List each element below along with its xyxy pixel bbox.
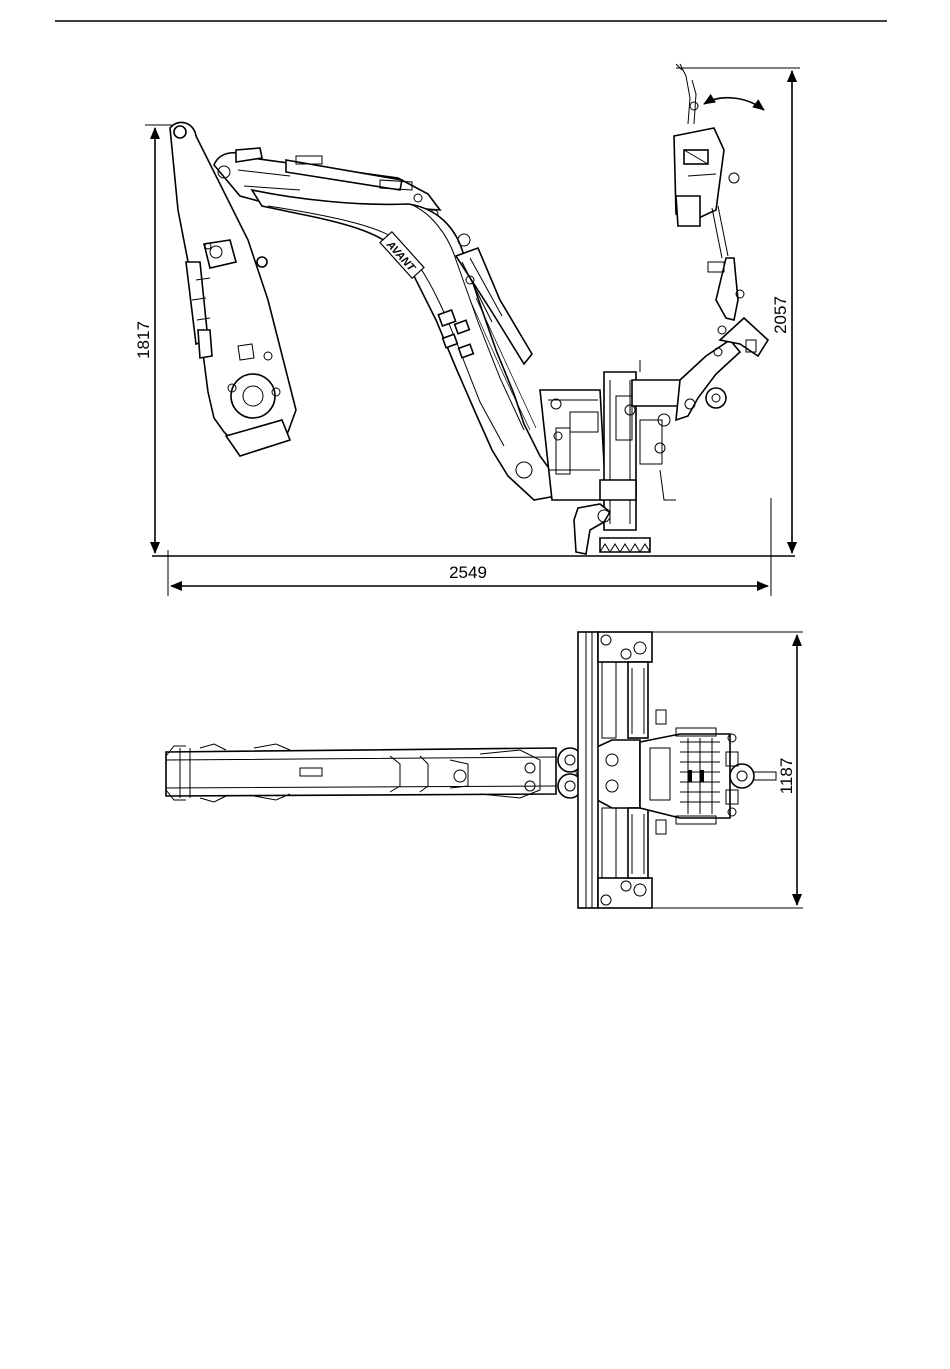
dimension-label-1817: 1817 [134, 321, 153, 359]
dimension-height-left: 1817 [134, 125, 172, 553]
main-boom: AVANT [252, 190, 556, 500]
rotation-arrow [704, 98, 764, 110]
dimension-label-1187: 1187 [777, 758, 796, 795]
dimension-label-2549: 2549 [449, 563, 487, 582]
top-view-drawing: 1187 [166, 632, 803, 908]
mounting-frame [540, 360, 680, 554]
dimension-width-side: 2549 [168, 498, 771, 596]
dimension-label-2057: 2057 [771, 296, 790, 334]
side-view-drawing: 1817 2057 2549 [134, 64, 800, 596]
stowed-arm [658, 64, 768, 426]
